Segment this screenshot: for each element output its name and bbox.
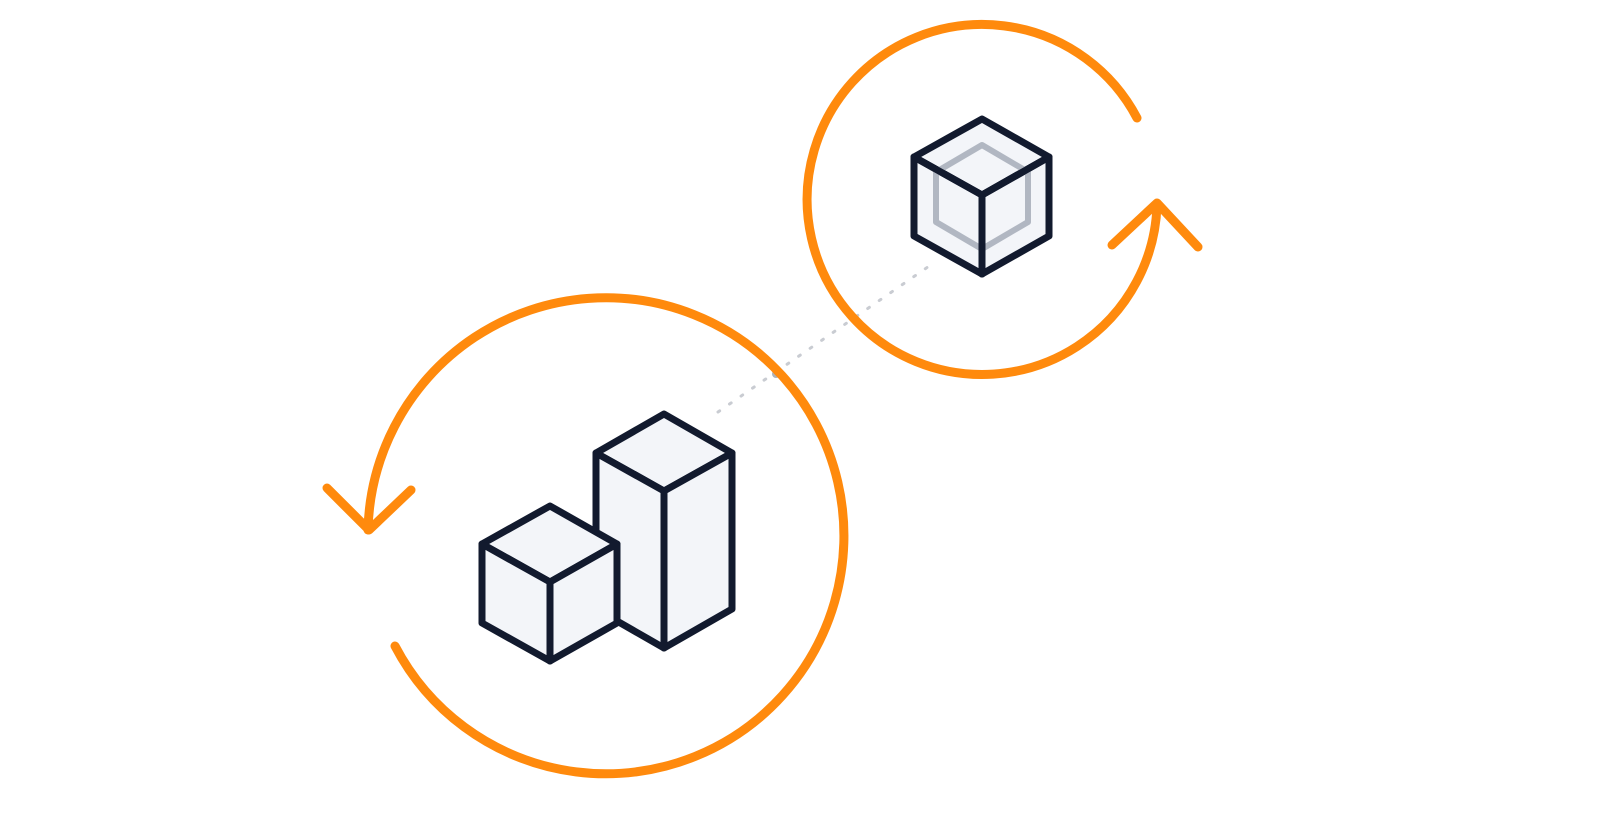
small-block xyxy=(478,502,621,665)
tall-block xyxy=(592,410,736,652)
large-refresh-arrow-icon xyxy=(322,293,849,779)
stacked-cubes-icon xyxy=(478,410,736,665)
small-refresh-arrow-icon xyxy=(802,20,1203,379)
single-cube-icon xyxy=(910,115,1053,278)
